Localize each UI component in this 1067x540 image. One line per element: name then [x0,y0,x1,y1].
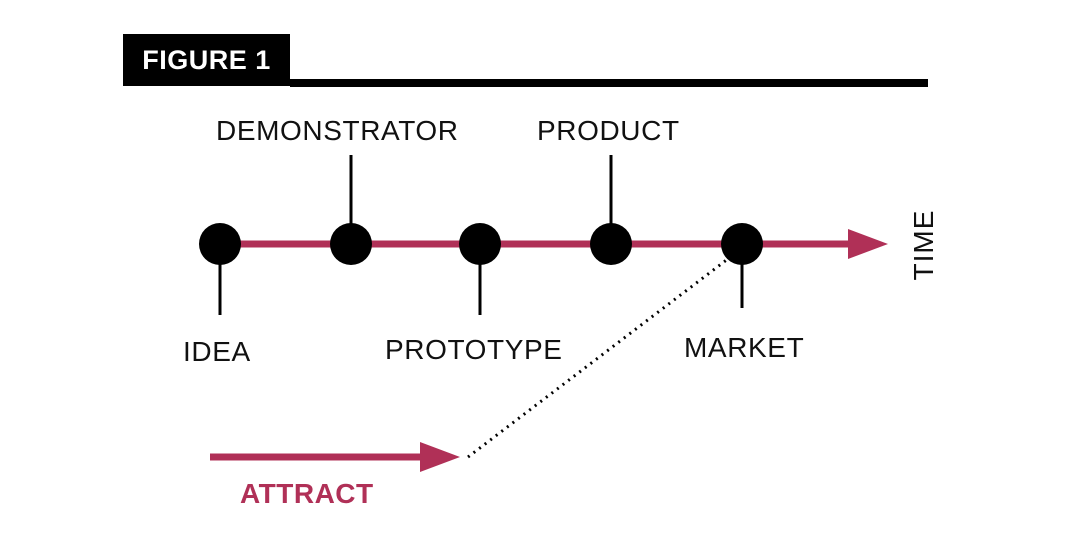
timeline-arrowhead [848,229,888,259]
milestone-dot-market [721,223,763,265]
milestone-label-idea: IDEA [183,336,251,367]
figure-label: FIGURE 1 [123,34,290,86]
attract-label: ATTRACT [240,478,374,509]
header-rule [290,79,928,87]
milestone-label-demonstrator: DEMONSTRATOR [216,115,459,146]
milestone-label-market: MARKET [684,332,805,363]
milestone-label-prototype: PROTOTYPE [385,334,563,365]
milestone-dot-idea [199,223,241,265]
milestone-dot-product [590,223,632,265]
milestone-dot-demonstrator [330,223,372,265]
milestone-label-product: PRODUCT [537,115,680,146]
milestone-dot-prototype [459,223,501,265]
axis-label-time: TIME [908,209,939,281]
attract-arrowhead [420,442,460,472]
